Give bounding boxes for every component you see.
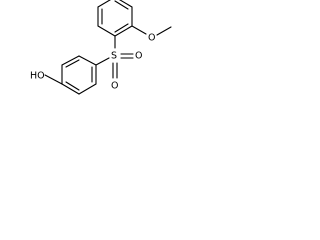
bond	[114, 25, 133, 37]
methoxy-oxygen-label: O	[148, 33, 155, 44]
double-bond	[65, 81, 80, 91]
bond	[78, 55, 97, 66]
bond	[97, 0, 111, 8]
bond-c-oh	[44, 74, 63, 85]
chemical-structure-diagram: HO S O O O	[30, 0, 172, 95]
hydroxyl-label: HO	[30, 71, 45, 82]
bond	[61, 83, 80, 95]
phenol-ring	[61, 55, 97, 95]
sulfur-label: S	[111, 51, 117, 62]
double-bond	[114, 0, 129, 10]
double-bond	[65, 59, 80, 68]
bond	[61, 55, 80, 66]
bond	[119, 0, 133, 8]
sulfonyl-oxygen-lower-label: O	[111, 81, 118, 92]
bond-o-ch3	[156, 26, 172, 36]
sulfonyl-oxygen-right-label: O	[135, 51, 142, 62]
bond-c-s	[95, 57, 110, 66]
double-bond	[114, 23, 129, 33]
bond-c-o-methoxy	[131, 25, 147, 35]
bond	[97, 25, 116, 37]
bond	[78, 83, 97, 95]
methoxyphenyl-ring	[97, 0, 133, 37]
